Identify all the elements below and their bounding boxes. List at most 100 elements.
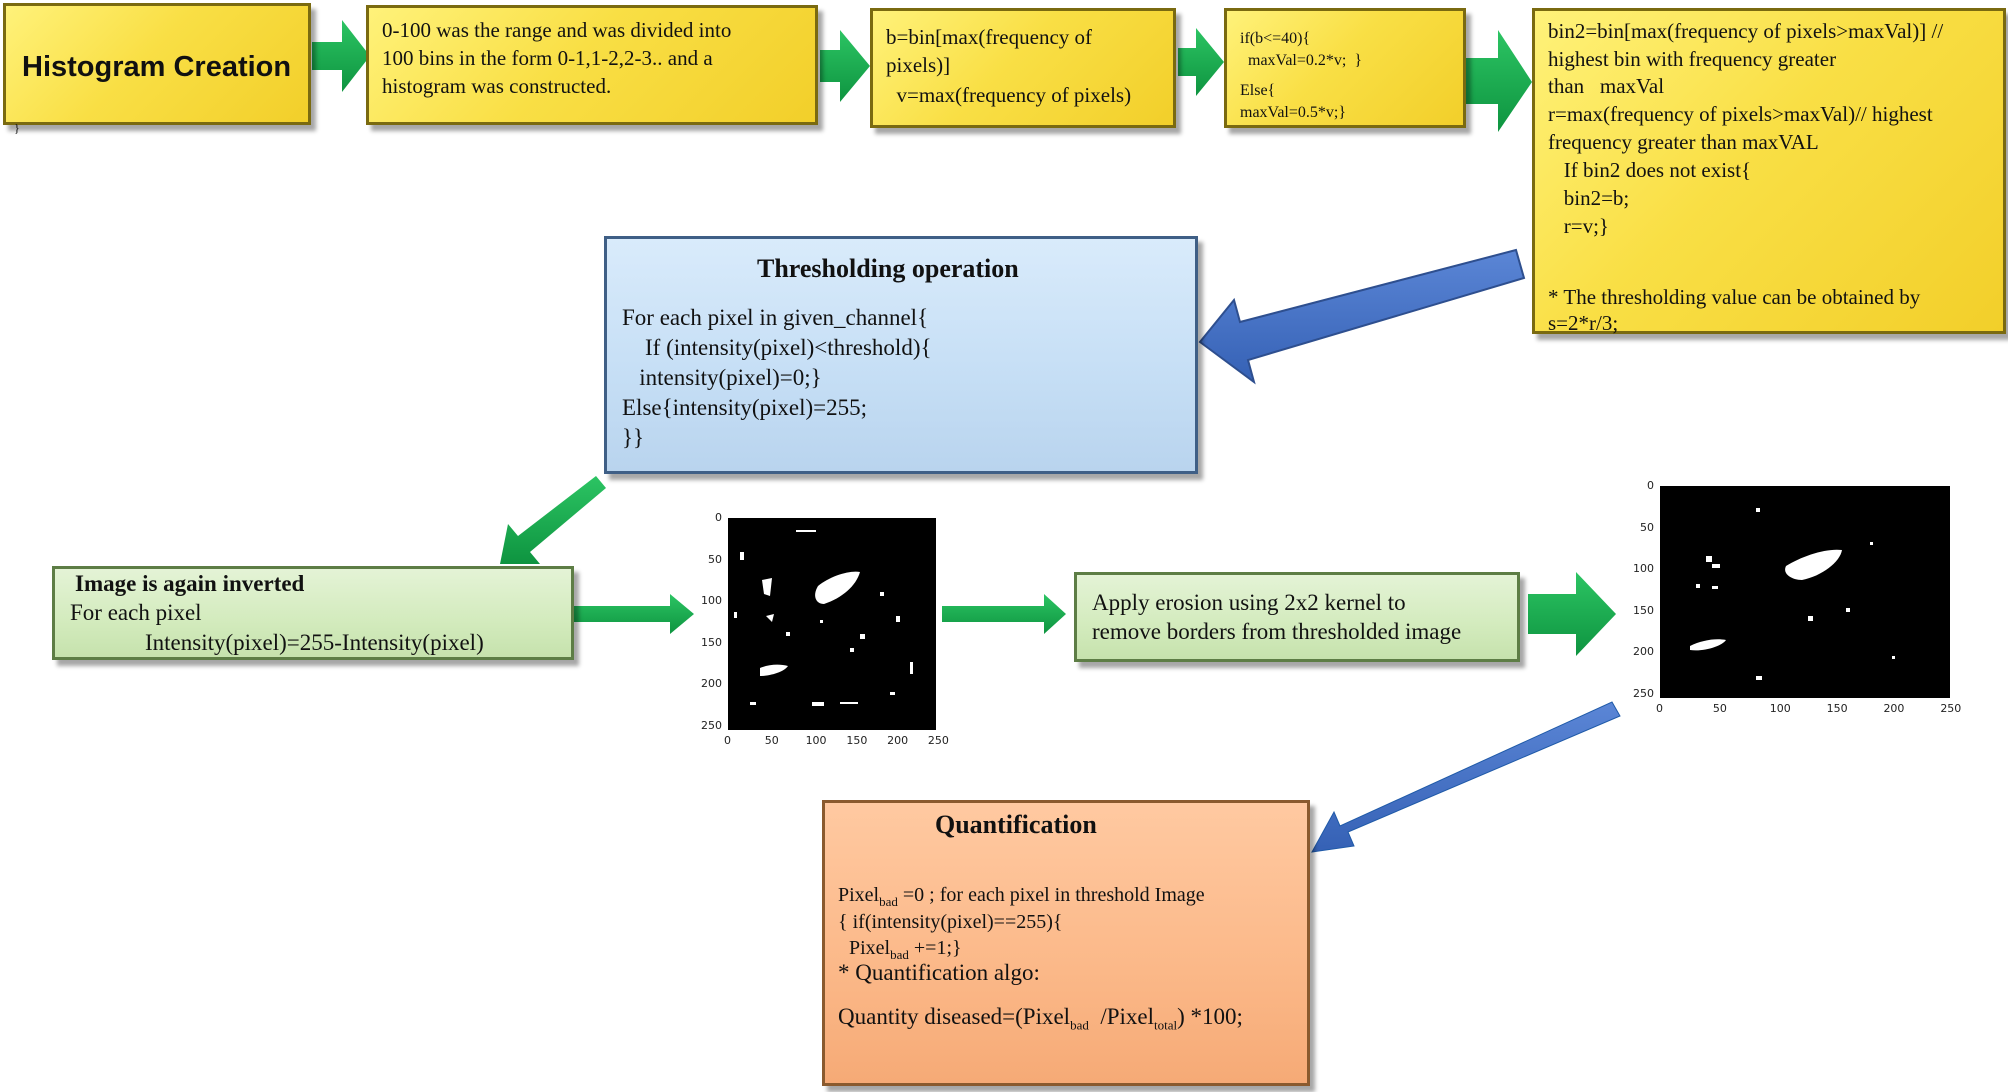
arrow-range-to-bmax [820,30,870,102]
quant-line5-total: total [1154,1017,1178,1033]
quant-line5-b: / [1088,1004,1107,1029]
cond-line-2: maxVal=0.2*v; } [1240,52,1363,69]
plot1-x-tick: 200 [887,734,909,747]
plot2-x-tick: 100 [1769,702,1791,715]
plot1-x-tick: 100 [805,734,827,747]
quant-line5-pixel2: Pixel [1106,1004,1155,1029]
arrow-cond-to-bin2 [1466,30,1532,132]
erosion-line-2: remove borders from thresholded image [1092,619,1462,644]
thresholding-title: Thresholding operation [757,254,1019,283]
quant-line5-a: Quantity diseased=( [838,1004,1023,1029]
arrow-erosion-to-plot2 [1528,572,1616,656]
bin2-line-2: highest bin with frequency greater [1548,47,1837,71]
plot2-blobs [1690,508,1895,680]
range-line-2: 100 bins in the form 0-1,1-2,2-3.. and a [382,46,713,70]
thresholding-line-1: For each pixel in given_channel{ [622,305,929,330]
quant-title: Quantification [935,810,1097,839]
bin2-line-8: r=v;} [1548,214,1610,238]
invert-title: Image is again inverted [75,571,305,596]
plot1-frame [728,518,936,730]
plot2-x-tick: 50 [1712,702,1727,715]
bin2-line-1: bin2=bin[max(frequency of pixels>maxVal)… [1548,19,1944,43]
thresholding-line-5: }} [622,425,645,450]
plot2-y-tick: 200 [1633,645,1654,659]
bmax-line-2: pixels)] [886,53,951,77]
arrow-invert-to-plot1 [574,594,694,634]
plot1-blobs [734,530,913,706]
plot1-y-tick: 100 [701,594,722,608]
quant-line1-rest: =0 ; for each pixel in threshold Image [897,884,1205,906]
quant-line5-bad: bad [1070,1017,1089,1033]
quant-line3-rest: +=1;} [908,937,962,959]
range-line-3: histogram was constructed. [382,74,612,98]
quant-line1-pixel: Pixel [838,884,880,906]
thresholding-line-4: Else{intensity(pixel)=255; [622,395,868,420]
plot2-y-tick: 150 [1633,603,1654,617]
plot1-x-tick: 150 [846,734,868,747]
quant-line5-pixel1: Pixel [1022,1004,1071,1029]
erosion-box: Apply erosion using 2x2 kernel to remove… [1074,572,1520,662]
plot1-x-tick: 0 [724,734,731,747]
thresholding-box: Thresholding operation For each pixel in… [604,236,1198,474]
plot2-y-tick: 0 [1647,479,1654,492]
quant-line-3: Pixelbad +=1;} [849,934,962,969]
arrow-plot2-to-quant [1311,701,1621,853]
bin2-line-7: bin2=b; [1548,186,1630,210]
plot2-y-tick: 50 [1640,520,1654,534]
plot1-canvas [728,518,936,730]
plot1-x-tick: 250 [927,734,949,747]
arrow-threshold-to-invert [500,476,606,564]
quant-line-5: Quantity diseased=(Pixelbad /Pixeltotal)… [838,1003,1243,1040]
thresholding-line-2: If (intensity(pixel)<threshold){ [622,335,932,360]
thresholding-line-3: intensity(pixel)=0;} [622,365,822,390]
arrow-histogram-to-range [312,20,370,92]
erosion-line-1: Apply erosion using 2x2 kernel to [1092,590,1406,615]
histogram-creation-box: Histogram Creation [3,3,311,125]
bin2-line-11: s=2*r/3; [1548,311,1619,335]
arrow-plot1-to-erosion [942,594,1066,634]
bmax-box: b=bin[max(frequency of pixels)] v=max(fr… [870,8,1176,128]
quant-line-2: { if(intensity(pixel)==255){ [838,911,1063,933]
plot1-y-tick: 50 [708,552,722,566]
plot2-x-tick: 150 [1826,702,1848,715]
plot2-frame [1660,486,1950,698]
cond-line-4: maxVal=0.5*v;} [1240,104,1347,121]
quant-line5-c: ) *100; [1177,1004,1243,1029]
bin2-line-10: * The thresholding value can be obtained… [1548,285,1921,309]
bmax-line-1: b=bin[max(frequency of [886,25,1093,49]
invert-line-2: Intensity(pixel)=255-Intensity(pixel) [145,630,484,655]
cond-line-1: if(b<=40){ [1240,30,1311,47]
plot2-y-tick: 250 [1633,686,1654,700]
quant-line1-bad: bad [879,894,898,909]
quantification-box: Quantification Pixelbad =0 ; for each pi… [822,800,1310,1086]
bin2-line-4: r=max(frequency of pixels>maxVal)// high… [1548,102,1933,126]
stray-brace: } [14,121,20,135]
arrow-bin2-to-threshold [1198,248,1526,385]
range-box: 0-100 was the range and was divided into… [366,5,818,125]
plot2-canvas [1660,486,1950,698]
plot2-x-tick: 250 [1940,702,1962,715]
quant-line3-pixel: Pixel [849,937,891,959]
bin2-box: bin2=bin[max(frequency of pixels>maxVal)… [1532,8,2006,335]
condition-box: if(b<=40){ maxVal=0.2*v; } Else{ maxVal=… [1224,8,1466,128]
quant-line3-bad: bad [890,947,909,962]
invert-box: Image is again inverted For each pixel I… [52,566,574,660]
plot1-y-tick: 0 [715,511,722,524]
quant-line-1: Pixelbad =0 ; for each pixel in threshol… [838,881,1205,916]
plot2-x-tick: 0 [1656,702,1663,715]
range-line-1: 0-100 was the range and was divided into [382,18,732,42]
invert-line-1: For each pixel [70,600,202,625]
bin2-line-6: If bin2 does not exist{ [1548,158,1752,182]
plot1-y-tick: 250 [701,718,722,732]
quant-line-4: * Quantification algo: [838,960,1040,985]
plot1-y-tick: 150 [701,635,722,649]
cond-line-3: Else{ [1240,82,1276,99]
histogram-title: Histogram Creation [22,51,292,83]
plot2-y-tick: 100 [1633,562,1654,576]
plot2-x-tick: 200 [1883,702,1905,715]
plot1-x-tick: 50 [764,734,779,747]
arrow-bmax-to-cond [1178,28,1224,96]
